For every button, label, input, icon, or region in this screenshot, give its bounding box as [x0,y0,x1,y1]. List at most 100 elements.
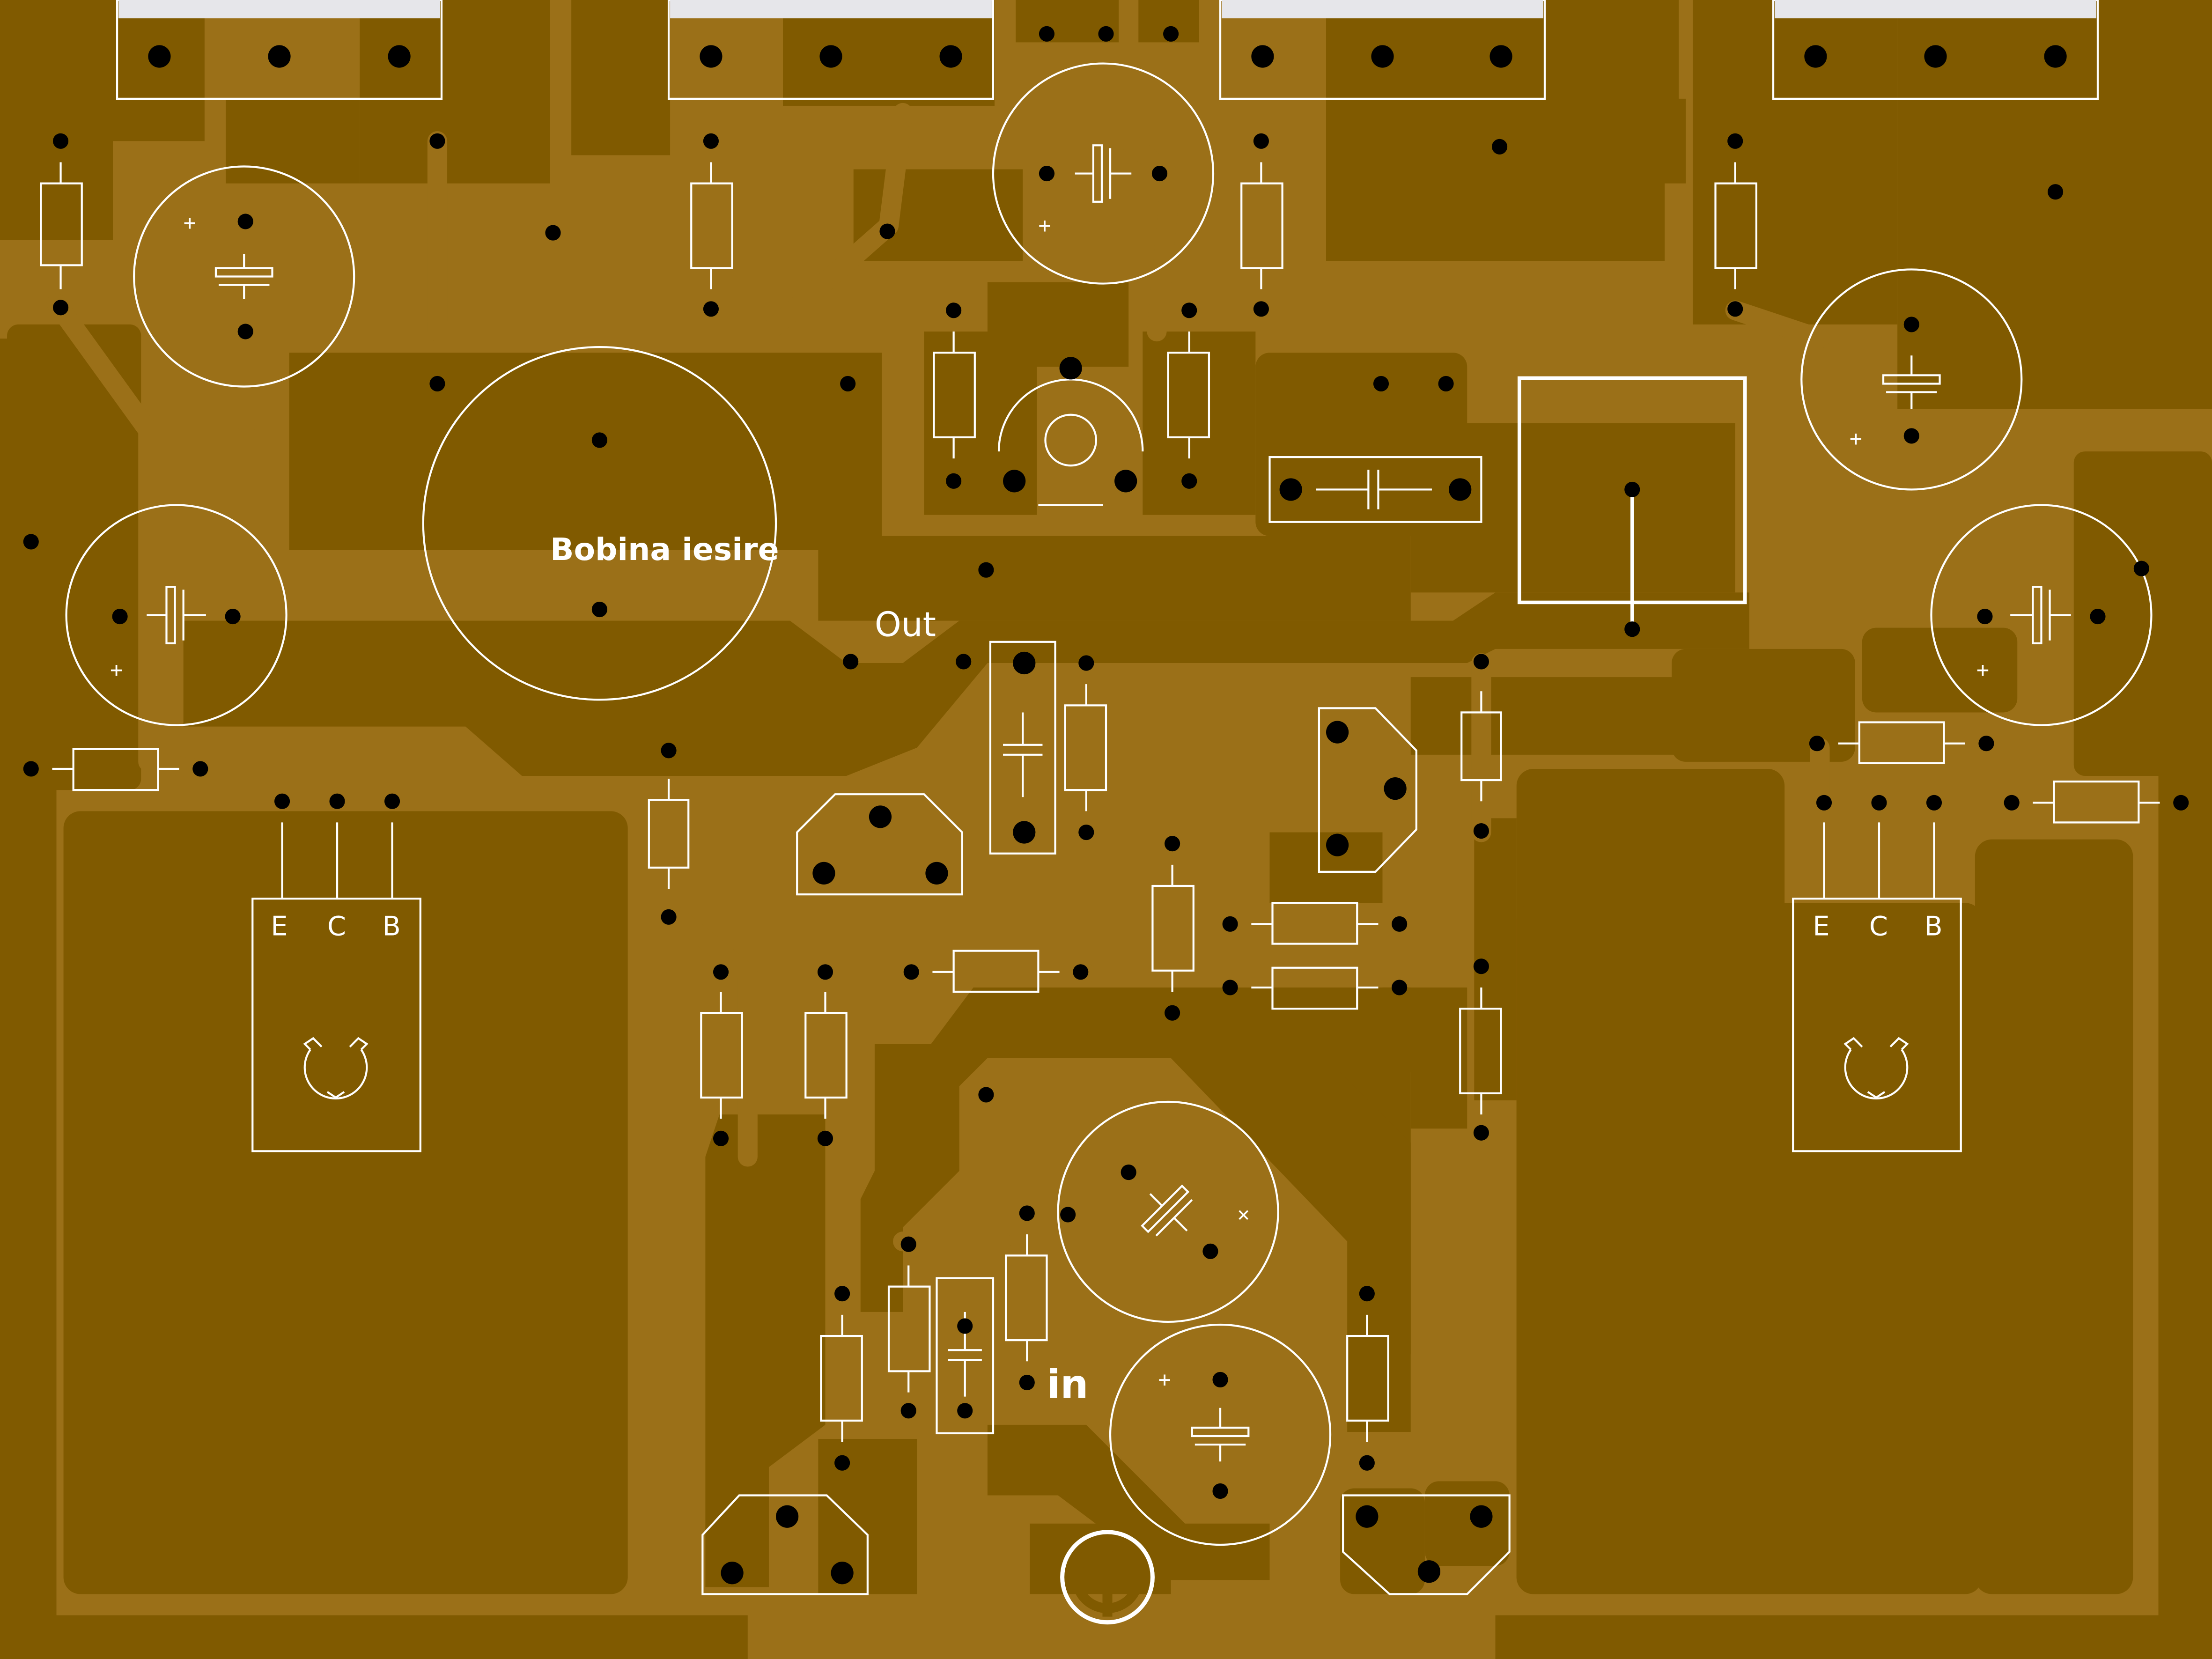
cap-e6 [1057,1100,1279,1323]
capacitor-symbol [214,254,273,299]
drill-hole-large [721,1562,744,1585]
drill-hole [817,1130,833,1146]
drill-hole [1978,736,1994,752]
drill-hole [237,214,253,229]
drill-hole [843,654,859,670]
drill-hole [661,743,677,759]
drill-hole [834,1286,850,1302]
drill-hole [1060,1207,1076,1223]
drill-hole [900,1236,916,1252]
drill-hole-large [1417,1560,1441,1583]
drill-hole-large [1279,478,1302,501]
drill-hole [1073,964,1089,980]
drill-hole [900,1403,916,1419]
left-b-label: B [382,911,400,942]
cap-e1 [133,165,355,388]
drill-hole [274,793,290,809]
cap-e4 [1800,268,2023,491]
drill-hole-large [1003,470,1026,493]
drill-hole-large [831,1562,854,1585]
drill-hole [52,133,69,149]
drill-hole [1392,980,1408,995]
drill-hole [429,133,445,149]
drill-hole [1438,376,1454,392]
header-4 [1772,0,2099,100]
drill-hole [1473,1125,1489,1141]
drill-hole [1078,824,1094,841]
drill-hole [112,609,128,625]
header-1 [116,0,443,100]
drill-hole-large [1924,45,1947,68]
plus-mark-5: + [1976,657,1989,682]
drill-hole [2004,795,2020,811]
drill-hole [1727,301,1743,317]
mounting-hole-target [1068,1537,1147,1617]
drill-hole-large [1371,45,1394,68]
drill-hole [1039,165,1055,182]
drill-hole [1121,1165,1136,1180]
drill-hole [1473,654,1489,670]
drill-hole [946,302,962,318]
drill-hole-large [700,45,723,68]
drill-hole [237,324,253,339]
drill-hole [1212,1483,1228,1499]
drill-hole [1165,836,1180,852]
drill-hole [329,793,345,809]
drill-hole [1202,1243,1218,1259]
plus-mark-1: + [184,210,196,235]
drill-hole-large [1013,651,1036,675]
drill-hole-large [819,45,842,68]
drill-hole [1212,1371,1228,1388]
drill-hole-large [1470,1505,1493,1528]
drill-hole [817,964,833,980]
drill-hole [2048,184,2064,200]
drill-hole [2173,795,2189,811]
drill-hole-large [1384,777,1407,800]
drill-hole-large [925,862,948,885]
drill-hole [429,376,445,392]
drill-hole-large [2044,45,2067,68]
header-3 [1219,0,1546,100]
drill-hole-large [1013,821,1036,844]
drill-hole-large [1326,833,1349,856]
drill-hole [946,473,962,489]
drill-hole-large [268,45,291,68]
plus-mark-2: + [110,657,123,682]
drill-hole [545,225,561,241]
drill-hole [23,534,39,550]
drill-hole-large [1251,45,1274,68]
top-headers [116,0,2099,100]
drill-hole [978,1087,994,1103]
cap-e3 [992,62,1215,285]
coil-label: Bobina iesire [550,531,779,568]
drill-holes [23,26,2189,1585]
drill-hole [1181,302,1197,318]
drill-hole [1871,795,1887,811]
drill-hole [52,300,69,316]
drill-hole [1151,165,1168,182]
left-c-label: C [327,911,346,942]
header-2 [667,0,995,100]
drill-hole [1222,916,1238,932]
drill-hole [1903,317,1919,332]
plus-mark-4: + [1850,426,1862,451]
to3-transistor-outline [303,1037,1909,1099]
drill-hole [1809,736,1825,752]
drill-hole [834,1455,850,1471]
drill-hole-large [1326,721,1349,744]
drill-hole [2090,609,2106,625]
drill-hole [384,793,400,809]
drill-hole [1253,301,1269,317]
drill-hole [23,761,39,777]
drill-hole [1222,980,1238,995]
drill-hole-large [1356,1505,1379,1528]
drill-hole [1903,428,1919,444]
drill-hole [1253,133,1269,149]
drill-hole-large [1059,357,1082,380]
drill-hole [1926,795,1942,811]
drill-hole-large [812,862,835,885]
track-gaps [46,0,1830,1350]
out-label: Out [875,605,936,645]
drill-hole [1473,823,1489,839]
